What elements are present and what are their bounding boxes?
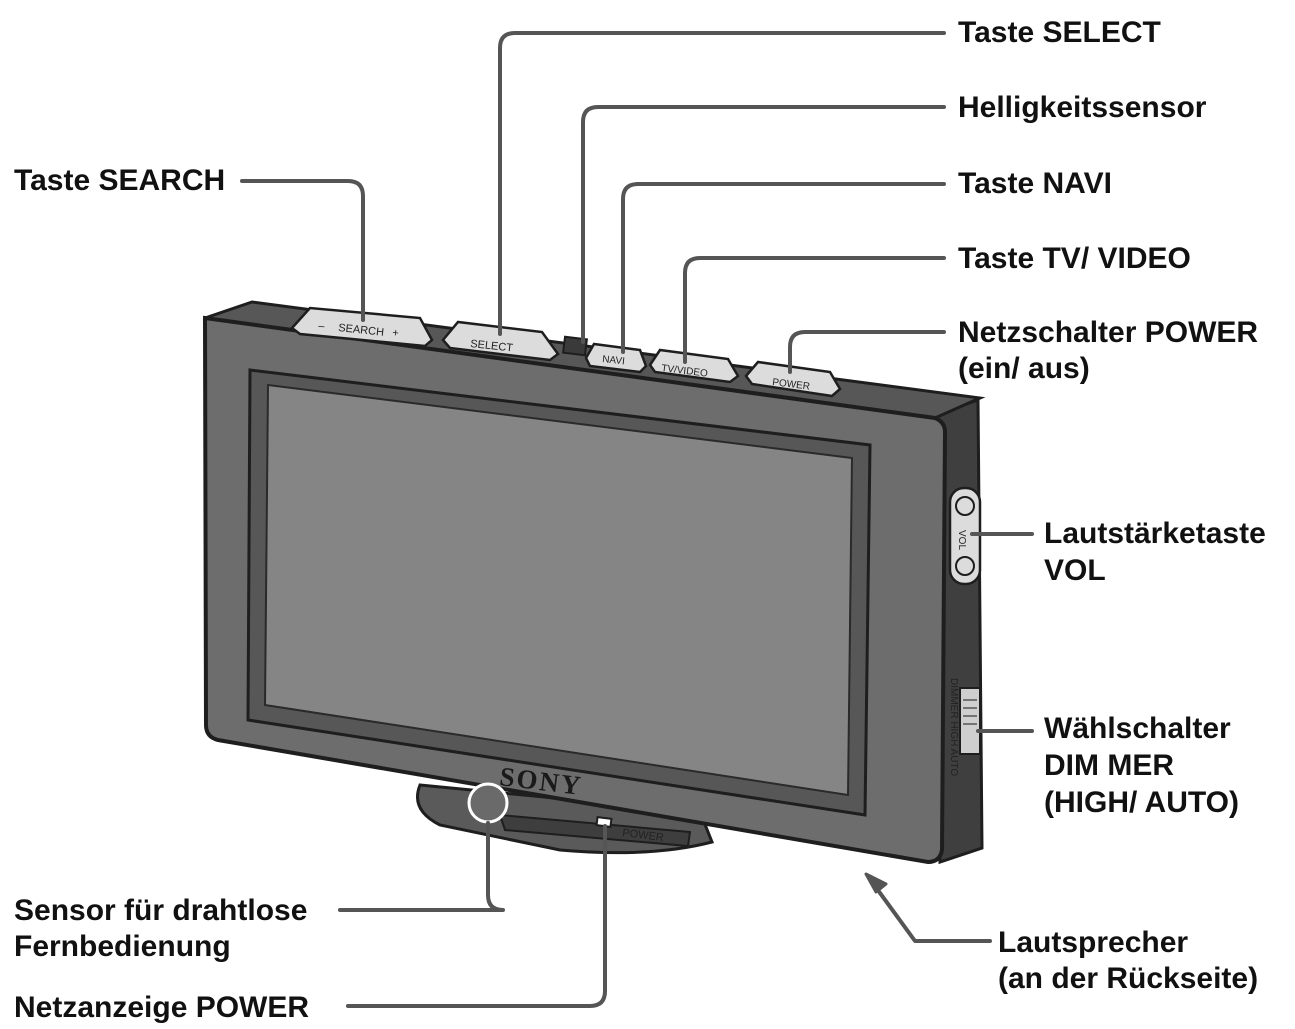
label-select: Taste SELECT — [958, 16, 1161, 49]
leader-brightness-sensor — [581, 105, 946, 344]
label-remote-sensor-line2: Fernbedienung — [14, 930, 231, 963]
label-speaker-line2: (an der Rückseite) — [998, 962, 1258, 995]
label-search: Taste SEARCH — [14, 164, 225, 197]
leader-search — [240, 179, 365, 322]
navi-button[interactable]: NAVI — [584, 342, 648, 374]
label-tv-video: Taste TV/ VIDEO — [958, 242, 1191, 275]
search-button[interactable]: – SEARCH + — [290, 306, 434, 348]
search-button-label: SEARCH — [338, 322, 385, 339]
volume-rocker-label: VOL — [956, 530, 967, 550]
label-navi: Taste NAVI — [958, 167, 1112, 200]
search-button-minus: – — [318, 320, 326, 333]
tv-video-button[interactable]: TV/VIDEO — [648, 348, 740, 384]
power-button-label: POWER — [772, 377, 811, 393]
speaker-arrowhead-icon — [864, 872, 888, 894]
label-dimmer-line3: (HIGH/ AUTO) — [1044, 786, 1239, 819]
remote-sensor — [467, 782, 509, 824]
leader-remote-sensor — [338, 821, 505, 912]
label-brightness-sensor: Helligkeitssensor — [958, 91, 1207, 124]
label-power-switch-line1: Netzschalter POWER — [958, 316, 1258, 349]
label-speaker-line1: Lautsprecher — [998, 926, 1188, 959]
label-dimmer-line1: Wählschalter — [1044, 712, 1231, 745]
volume-down-icon[interactable] — [955, 556, 975, 576]
label-dimmer-line2: DIM MER — [1044, 749, 1174, 782]
stand-lip — [498, 813, 692, 848]
leader-power-switch — [788, 330, 946, 374]
monitor-screen — [263, 383, 854, 797]
label-remote-sensor-line1: Sensor für drahtlose — [14, 894, 307, 927]
label-power-indicator: Netzanzeige POWER — [14, 991, 309, 1024]
power-button[interactable]: POWER — [744, 360, 842, 398]
label-vol-line2: VOL — [1044, 554, 1106, 587]
leader-navi — [621, 182, 946, 354]
label-power-switch-line2: (ein/ aus) — [958, 352, 1090, 385]
power-led-label: POWER — [622, 827, 665, 844]
callout-labels: Taste SELECT Helligkeitssensor Taste SEA… — [14, 16, 1266, 1024]
volume-up-icon[interactable] — [955, 496, 975, 516]
select-button-label: SELECT — [470, 338, 514, 354]
dimmer-switch-label: DIMMER HIGH AUTO — [948, 678, 959, 776]
brightness-sensor-window — [561, 335, 589, 357]
leader-speaker — [870, 880, 992, 943]
dimmer-switch[interactable]: DIMMER HIGH AUTO — [948, 678, 981, 776]
select-button[interactable]: SELECT — [441, 320, 560, 362]
search-button-plus: + — [392, 327, 400, 340]
monitor-device: SONY POWER – SEARCH + SELECT NAVI — [202, 300, 986, 865]
leader-power-indicator — [346, 824, 607, 1008]
label-vol-line1: Lautstärketaste — [1044, 517, 1266, 550]
leader-lines — [240, 31, 1034, 1008]
leader-tv-video — [683, 256, 946, 364]
navi-button-label: NAVI — [602, 354, 626, 367]
leader-select — [498, 31, 946, 336]
top-buttons: – SEARCH + SELECT NAVI TV/VIDEO POWER — [290, 306, 842, 398]
